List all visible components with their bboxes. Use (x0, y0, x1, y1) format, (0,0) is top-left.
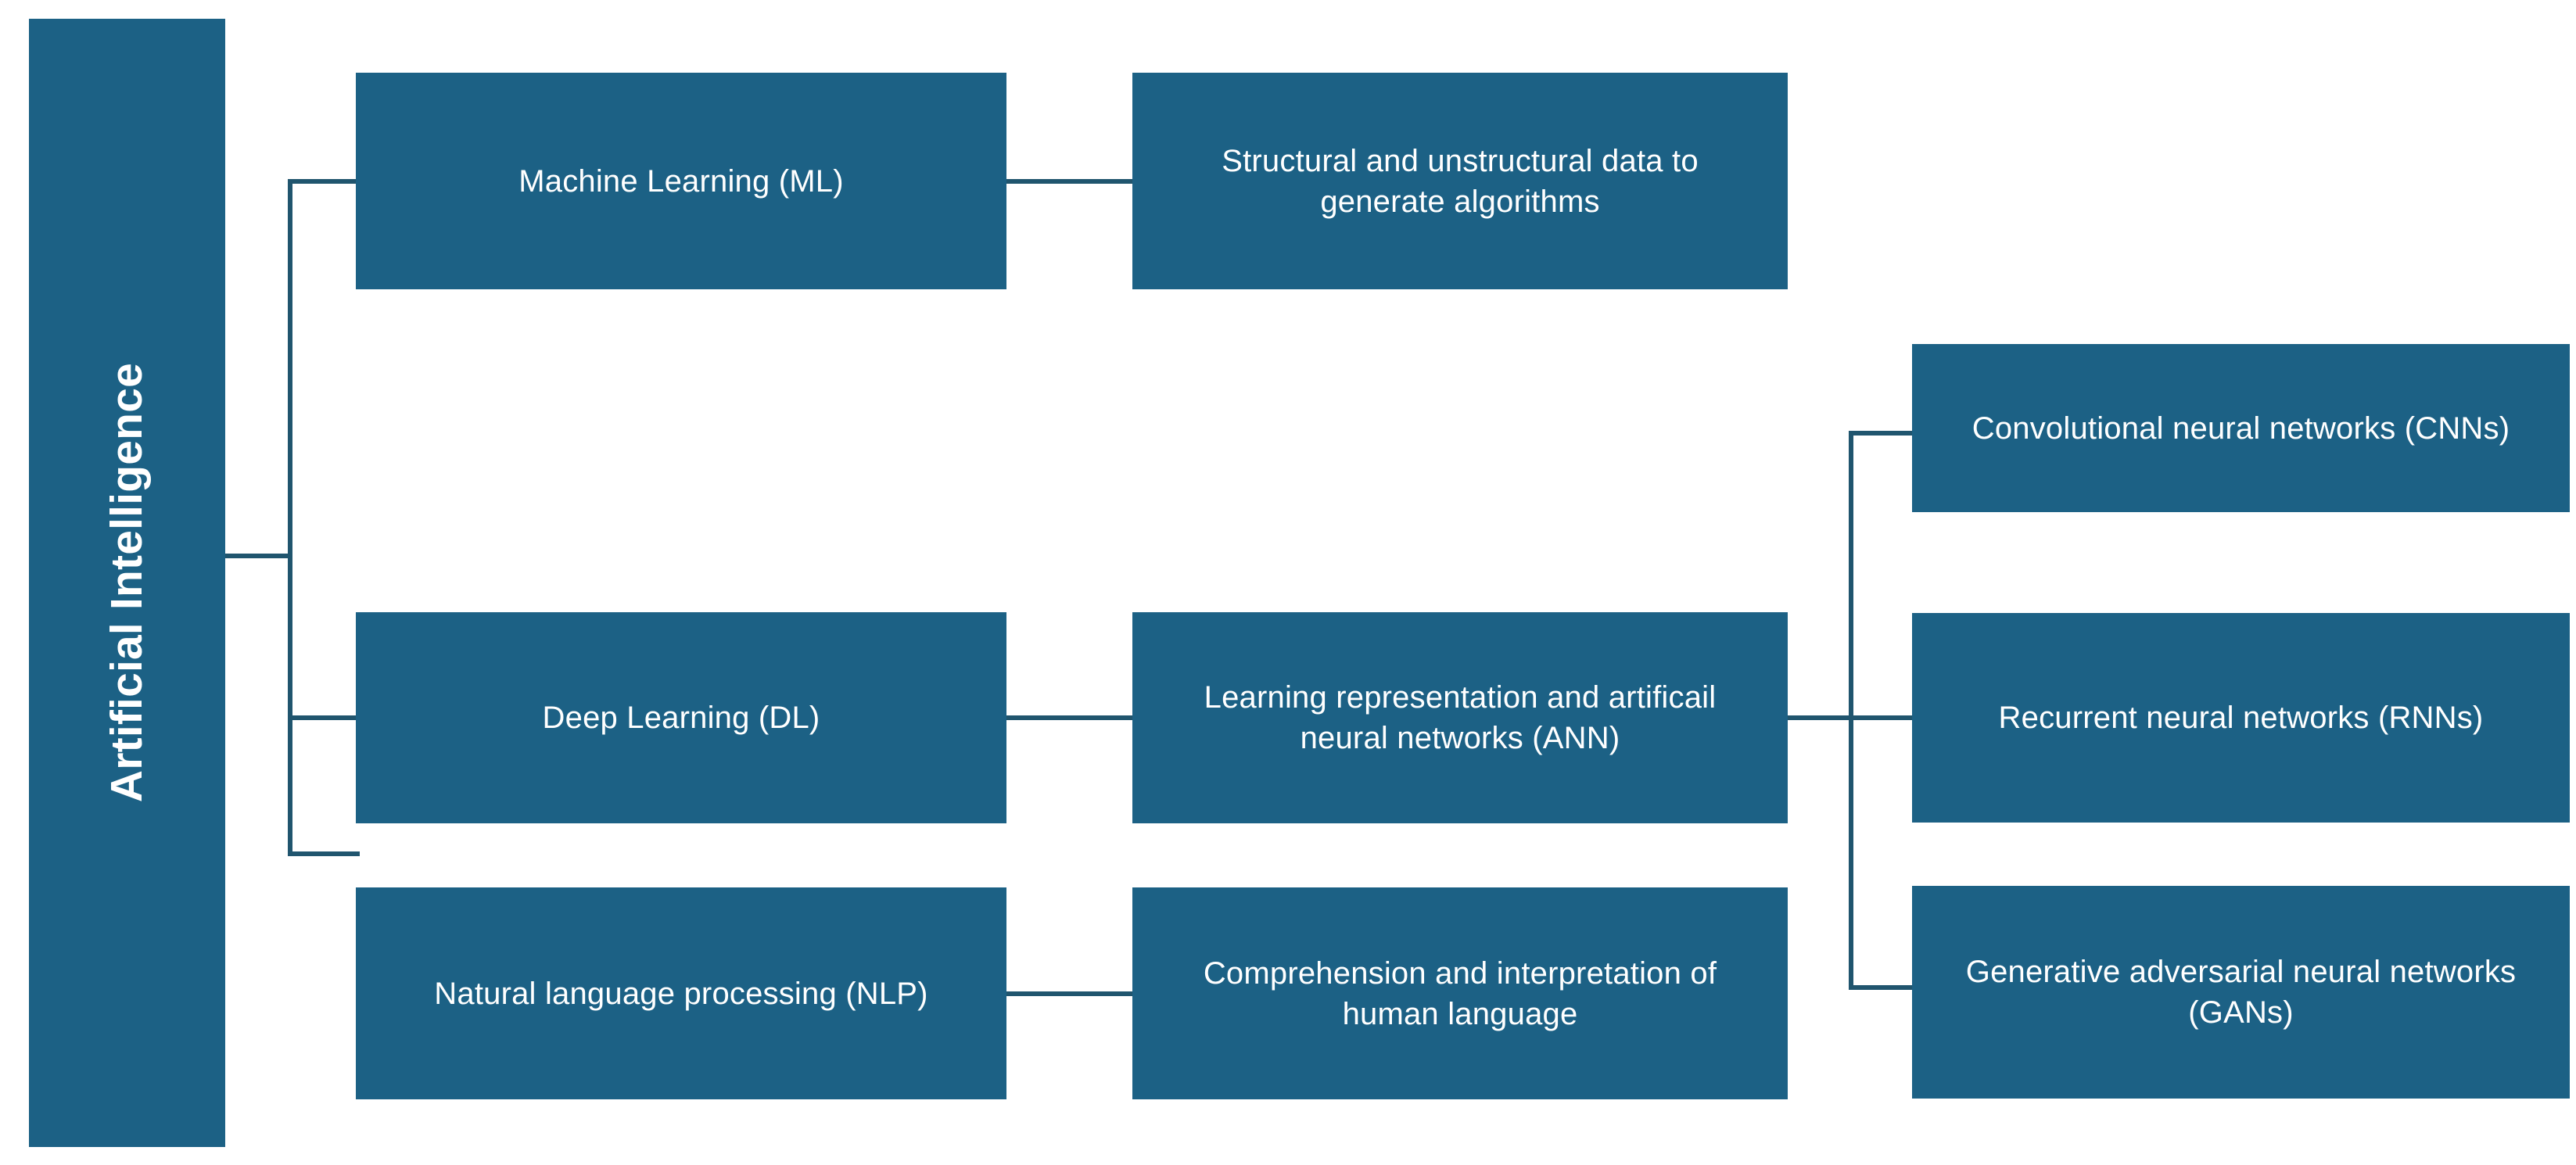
connector-trunk-to-nlp (288, 851, 360, 856)
connector-dl-desc-to-trunk2 (1788, 715, 1853, 720)
connector-trunk2-to-rnn (1849, 715, 1916, 720)
connector-trunk2-to-cnn (1849, 431, 1916, 436)
node-label-rnn: Recurrent neural networks (RNNs) (1998, 701, 2484, 735)
node-label-dl-desc: Learning representation and artificail n… (1204, 680, 1717, 755)
node-label-ml-desc: Structural and unstructural data to gene… (1222, 143, 1699, 219)
node-label-ml: Machine Learning (ML) (518, 163, 844, 199)
node-nlp-description[interactable]: Comprehension and interpretation of huma… (1132, 887, 1788, 1099)
node-dl-description[interactable]: Learning representation and artificail n… (1132, 612, 1788, 823)
connector-dl-to-dl-desc (1006, 715, 1135, 720)
node-recurrent-neural-networks[interactable]: Recurrent neural networks (RNNs) (1912, 613, 2570, 823)
node-label-cnn: Convolutional neural networks (CNNs) (1971, 410, 2510, 446)
connector-root-to-trunk (225, 554, 292, 558)
connector-trunk2-to-gan (1849, 985, 1916, 990)
node-deep-learning[interactable]: Deep Learning (DL) (356, 612, 1006, 823)
node-label-root: Artificial Intelligence (102, 363, 152, 803)
node-artificial-intelligence[interactable]: Artificial Intelligence (29, 19, 225, 1147)
node-machine-learning[interactable]: Machine Learning (ML) (356, 73, 1006, 289)
node-label-nlp: Natural language processing (NLP) (434, 976, 928, 1011)
node-label-gan: Generative adversarial neural networks (… (1965, 955, 2517, 1030)
node-natural-language-processing[interactable]: Natural language processing (NLP) (356, 887, 1006, 1099)
connector-trunk-level2 (1849, 431, 1853, 990)
node-label-dl: Deep Learning (DL) (542, 701, 820, 735)
node-convolutional-neural-networks[interactable]: Convolutional neural networks (CNNs) (1912, 344, 2570, 512)
node-generative-adversarial-networks[interactable]: Generative adversarial neural networks (… (1912, 886, 2570, 1099)
connector-trunk-to-ml (288, 179, 360, 184)
node-ml-description[interactable]: Structural and unstructural data to gene… (1132, 73, 1788, 289)
node-label-nlp-desc: Comprehension and interpretation of huma… (1203, 955, 1717, 1031)
connector-trunk-to-dl (288, 715, 360, 720)
connector-ml-to-ml-desc (1006, 179, 1135, 184)
connector-trunk-level1 (288, 179, 292, 856)
connector-nlp-to-nlp-desc (1006, 991, 1135, 996)
